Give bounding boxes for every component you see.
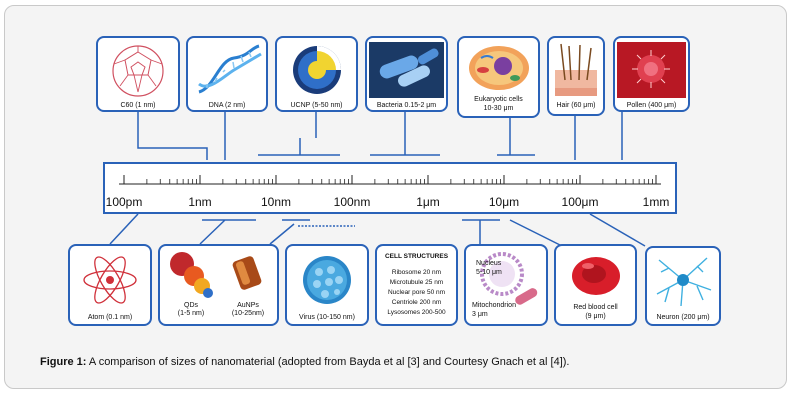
atom-icon bbox=[83, 256, 137, 304]
c60-fullerene-icon bbox=[112, 45, 164, 97]
ruler-tick-label: 10μm bbox=[488, 195, 520, 209]
ruler-tick-label: 10nm bbox=[260, 195, 292, 209]
mitochondrion-size: 3 μm bbox=[472, 311, 488, 318]
bacteria-label: Bacteria 0.15-2 μm bbox=[376, 102, 437, 109]
ruler-tick-label: 100nm bbox=[333, 195, 371, 209]
pollen-label: Pollen (400 μm) bbox=[626, 102, 677, 109]
ruler-tick-label: 1nm bbox=[188, 195, 212, 209]
nucleus-label: Nucleus bbox=[476, 260, 502, 267]
red-blood-cell-icon bbox=[572, 257, 620, 295]
virus-label: Virus (10-150 nm) bbox=[299, 314, 355, 321]
eukaryotic-box: Eukaryotic cells 10-30 μm bbox=[457, 36, 540, 118]
ruler-ticks bbox=[119, 175, 661, 185]
qds-label: QDs bbox=[184, 302, 198, 309]
c60-label: C60 (1 nm) bbox=[120, 102, 156, 109]
nanoparticles-box: QDs (1-5 nm) AuNPs (10-25nm) bbox=[158, 244, 279, 326]
dna-box: DNA (2 nm) bbox=[186, 36, 268, 112]
ruler-tick-label: 100μm bbox=[561, 195, 599, 209]
quantum-dots-icon bbox=[170, 252, 213, 298]
hair-box: Hair (60 μm) bbox=[547, 36, 605, 116]
pollen-box: Pollen (400 μm) bbox=[613, 36, 690, 112]
aunps-size: (10-25nm) bbox=[231, 310, 265, 317]
ucnp-nanoparticle-icon bbox=[293, 46, 341, 94]
ruler-tick-label: 100pm bbox=[105, 195, 143, 209]
bacteria-box: Bacteria 0.15-2 μm bbox=[365, 36, 448, 112]
eukaryotic-label: Eukaryotic cells bbox=[474, 96, 523, 103]
neuron-icon bbox=[656, 257, 712, 307]
dna-helix-icon bbox=[198, 44, 262, 94]
caption-prefix: Figure 1: bbox=[40, 356, 87, 368]
cell-structures-title: CELL STRUCTURES bbox=[384, 253, 449, 260]
mitochondrion-label: Mitochondrion bbox=[472, 302, 516, 309]
scale-ruler bbox=[103, 162, 677, 214]
centriole-size: Centriole 200 nm bbox=[391, 299, 442, 306]
aunps-label: AuNPs bbox=[237, 302, 259, 309]
ruler-tick-label: 1μm bbox=[416, 195, 440, 209]
virus-icon bbox=[303, 256, 351, 304]
ucnp-label: UCNP (5-50 nm) bbox=[290, 102, 343, 109]
figure-caption: Figure 1: A comparison of sizes of nanom… bbox=[40, 356, 570, 368]
neuron-label: Neuron (200 μm) bbox=[656, 314, 710, 321]
qds-size: (1-5 nm) bbox=[177, 310, 205, 317]
pollen-icon bbox=[617, 42, 686, 98]
nucleus-mitochondrion-box: Nucleus 5-10 μm Mitochondrion 3 μm bbox=[464, 244, 548, 326]
microtubule-size: Microtubule 25 nm bbox=[389, 279, 444, 286]
eukaryotic-cell-icon bbox=[469, 46, 529, 90]
atom-box: Atom (0.1 nm) bbox=[68, 244, 152, 326]
c60-box: C60 (1 nm) bbox=[96, 36, 180, 112]
nucleus-size: 5-10 μm bbox=[476, 269, 502, 276]
atom-label: Atom (0.1 nm) bbox=[87, 314, 133, 321]
eukaryotic-size: 10-30 μm bbox=[483, 105, 514, 112]
bacteria-icon bbox=[369, 42, 444, 98]
nucleus-icon bbox=[480, 252, 538, 305]
virus-box: Virus (10-150 nm) bbox=[285, 244, 369, 326]
cell-structures-box: CELL STRUCTURES Ribosome 20 nm Microtubu… bbox=[375, 244, 458, 326]
neuron-box: Neuron (200 μm) bbox=[645, 246, 721, 326]
lysosomes-size: Lysosomes 200-500 bbox=[387, 309, 446, 316]
hair-label: Hair (60 μm) bbox=[556, 102, 596, 109]
ucnp-box: UCNP (5-50 nm) bbox=[275, 36, 358, 112]
rbc-label: Red blood cell bbox=[573, 304, 618, 311]
ruler-tick-label: 1mm bbox=[642, 195, 670, 209]
caption-text: A comparison of sizes of nanomaterial (a… bbox=[86, 356, 570, 368]
gold-nanoparticles-icon bbox=[232, 256, 262, 290]
rbc-size: (9 μm) bbox=[585, 313, 606, 320]
ribosome-size: Ribosome 20 nm bbox=[391, 269, 442, 276]
hair-icon bbox=[555, 43, 597, 96]
rbc-box: Red blood cell (9 μm) bbox=[554, 244, 637, 326]
dna-label: DNA (2 nm) bbox=[208, 102, 246, 109]
nuclear-pore-size: Nuclear pore 50 nm bbox=[387, 289, 446, 296]
